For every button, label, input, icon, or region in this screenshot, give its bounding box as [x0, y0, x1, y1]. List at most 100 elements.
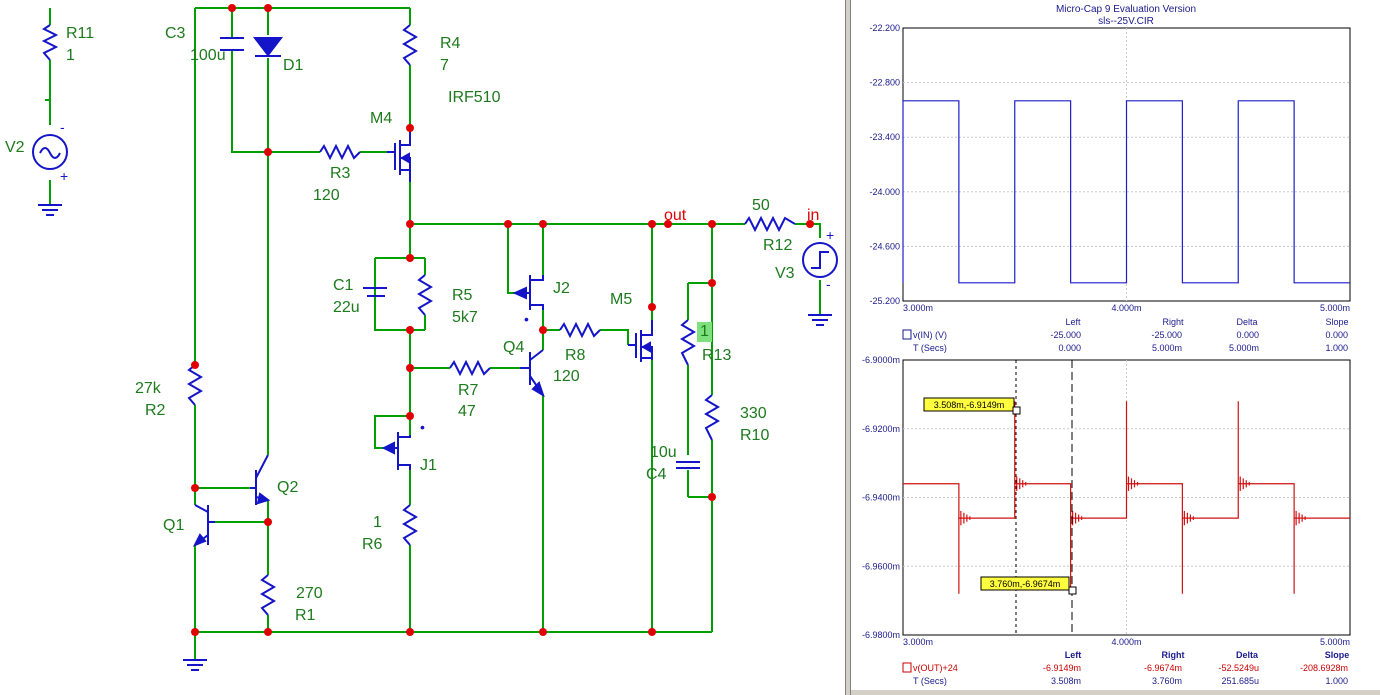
- label-r2: R2: [145, 402, 166, 419]
- svg-text:1.000: 1.000: [1325, 343, 1348, 353]
- junction-dots: [191, 4, 814, 636]
- value-r8: 120: [553, 368, 580, 385]
- top-y-ticks: -22.200 -22.800 -23.400 -24.000 -24.600 -25.2…: [869, 23, 900, 306]
- bottom-ytick-label: -6.9400m: [862, 493, 900, 503]
- schematic-canvas[interactable]: -+ +- •• R111C3100uD1R47M4IRF510V2R3120C…: [0, 0, 845, 695]
- svg-text:+: +: [826, 227, 834, 243]
- label-r13: R13: [702, 347, 731, 364]
- svg-text:5.000m: 5.000m: [1229, 343, 1259, 353]
- bottom-ytick-label: -6.9600m: [862, 561, 900, 571]
- vin-trace: [902, 100, 1350, 284]
- label-c4: C4: [646, 466, 667, 483]
- r13-value-highlight: [697, 322, 712, 342]
- svg-text:-25.000: -25.000: [1050, 330, 1081, 340]
- svg-text:Slope: Slope: [1325, 650, 1350, 660]
- top-ytick-label: -22.800: [869, 78, 900, 88]
- label-v2: V2: [5, 139, 25, 156]
- value-r2: 27k: [135, 380, 162, 397]
- svg-text:3.760m,-6.9674m: 3.760m,-6.9674m: [990, 579, 1061, 589]
- label-r4: R4: [440, 35, 461, 52]
- label-r1: R1: [295, 607, 316, 624]
- svg-text:T (Secs): T (Secs): [913, 343, 947, 353]
- label-r5: R5: [452, 287, 473, 304]
- label-q2: Q2: [277, 479, 298, 496]
- value-r6: 1: [373, 514, 382, 531]
- node-in-label: in: [807, 207, 819, 224]
- value-r12: 50: [752, 197, 770, 214]
- top-cursor-table: Left Right Delta Slope v(IN) (V) -25.000…: [902, 317, 1349, 353]
- top-x-ticks: 3.000m 4.000m 5.000m: [903, 303, 1350, 313]
- top-xtick-label: 4.000m: [1111, 303, 1141, 313]
- svg-text:Left: Left: [1065, 650, 1082, 660]
- label-m5: M5: [610, 291, 632, 308]
- label-r3: R3: [330, 165, 351, 182]
- vout-spikes: [958, 401, 1306, 594]
- bottom-ytick-label: -6.9200m: [862, 424, 900, 434]
- value-r5: 5k7: [452, 309, 478, 326]
- top-xtick-label: 3.000m: [903, 303, 933, 313]
- svg-text:0.000: 0.000: [1236, 330, 1259, 340]
- value-c1: 22u: [333, 299, 360, 316]
- label-j1: J1: [420, 457, 437, 474]
- top-ytick-label: -22.200: [869, 23, 900, 33]
- label-q1: Q1: [163, 517, 184, 534]
- svg-text:v(IN) (V): v(IN) (V): [913, 330, 947, 340]
- label-q4: Q4: [503, 339, 524, 356]
- left-cursor-tag: [923, 397, 1015, 412]
- value-r1: 270: [296, 585, 323, 602]
- svg-text:Delta: Delta: [1236, 650, 1259, 660]
- label-r8: R8: [565, 347, 586, 364]
- svg-text:1.000: 1.000: [1325, 676, 1348, 686]
- top-ytick-label: -23.400: [869, 132, 900, 142]
- right-cursor-tag: [980, 576, 1070, 591]
- svg-text:+: +: [60, 168, 68, 184]
- top-ytick-label: -24.000: [869, 187, 900, 197]
- label-v3: V3: [775, 265, 795, 282]
- svg-text:Delta: Delta: [1236, 317, 1257, 327]
- value-m4: IRF510: [448, 89, 501, 106]
- value-r3: 120: [313, 187, 340, 204]
- label-r12: R12: [763, 237, 792, 254]
- label-c3: C3: [165, 25, 186, 42]
- label-r6: R6: [362, 536, 383, 553]
- bottom-xtick-label: 3.000m: [903, 637, 933, 647]
- value-r10: 330: [740, 405, 767, 422]
- svg-text:-52.5249u: -52.5249u: [1218, 663, 1259, 673]
- top-xtick-label: 5.000m: [1320, 303, 1350, 313]
- right-cursor-handle[interactable]: [1068, 586, 1077, 595]
- label-r10: R10: [740, 427, 769, 444]
- value-c3: 100u: [190, 47, 226, 64]
- plot-window[interactable]: Micro-Cap 9 Evaluation Version sls--25V.…: [851, 0, 1380, 695]
- svg-text:Slope: Slope: [1325, 317, 1348, 327]
- bottom-cursor-table: Left Right Delta Slope v(OUT)+24 -6.9149…: [902, 650, 1350, 686]
- svg-text:Right: Right: [1162, 317, 1184, 327]
- svg-text:3.508m: 3.508m: [1051, 676, 1081, 686]
- top-ytick-label: -24.600: [869, 241, 900, 251]
- bottom-ytick-label: -6.9800m: [862, 630, 900, 640]
- plot-subtitle: sls--25V.CIR: [1098, 16, 1154, 27]
- top-ytick-label: -25.200: [869, 296, 900, 306]
- value-r4: 7: [440, 57, 449, 74]
- label-m4: M4: [370, 110, 392, 127]
- bottom-ytick-label: -6.9000m: [862, 355, 900, 365]
- svg-text:-: -: [60, 119, 65, 135]
- left-cursor-handle[interactable]: [1012, 406, 1021, 415]
- svg-text:5.000m: 5.000m: [1152, 343, 1182, 353]
- svg-text:251.685u: 251.685u: [1221, 676, 1259, 686]
- value-r13: 1: [700, 323, 709, 340]
- value-c4: 10u: [650, 444, 677, 461]
- label-r7: R7: [458, 382, 479, 399]
- svg-text:•: •: [524, 311, 529, 327]
- svg-text:3.508m,-6.9149m: 3.508m,-6.9149m: [934, 400, 1005, 410]
- svg-text:-6.9674m: -6.9674m: [1144, 663, 1182, 673]
- plot-title: Micro-Cap 9 Evaluation Version: [1056, 4, 1196, 15]
- node-out-label: out: [664, 207, 687, 224]
- svg-text:0.000: 0.000: [1058, 343, 1081, 353]
- value-r7: 47: [458, 403, 476, 420]
- bottom-xtick-label: 5.000m: [1320, 637, 1350, 647]
- svg-text:-25.000: -25.000: [1151, 330, 1182, 340]
- window-splitter[interactable]: [845, 0, 851, 695]
- label-d1: D1: [283, 57, 304, 74]
- plot-tab-bar[interactable]: [851, 690, 1380, 695]
- svg-text:0.000: 0.000: [1325, 330, 1348, 340]
